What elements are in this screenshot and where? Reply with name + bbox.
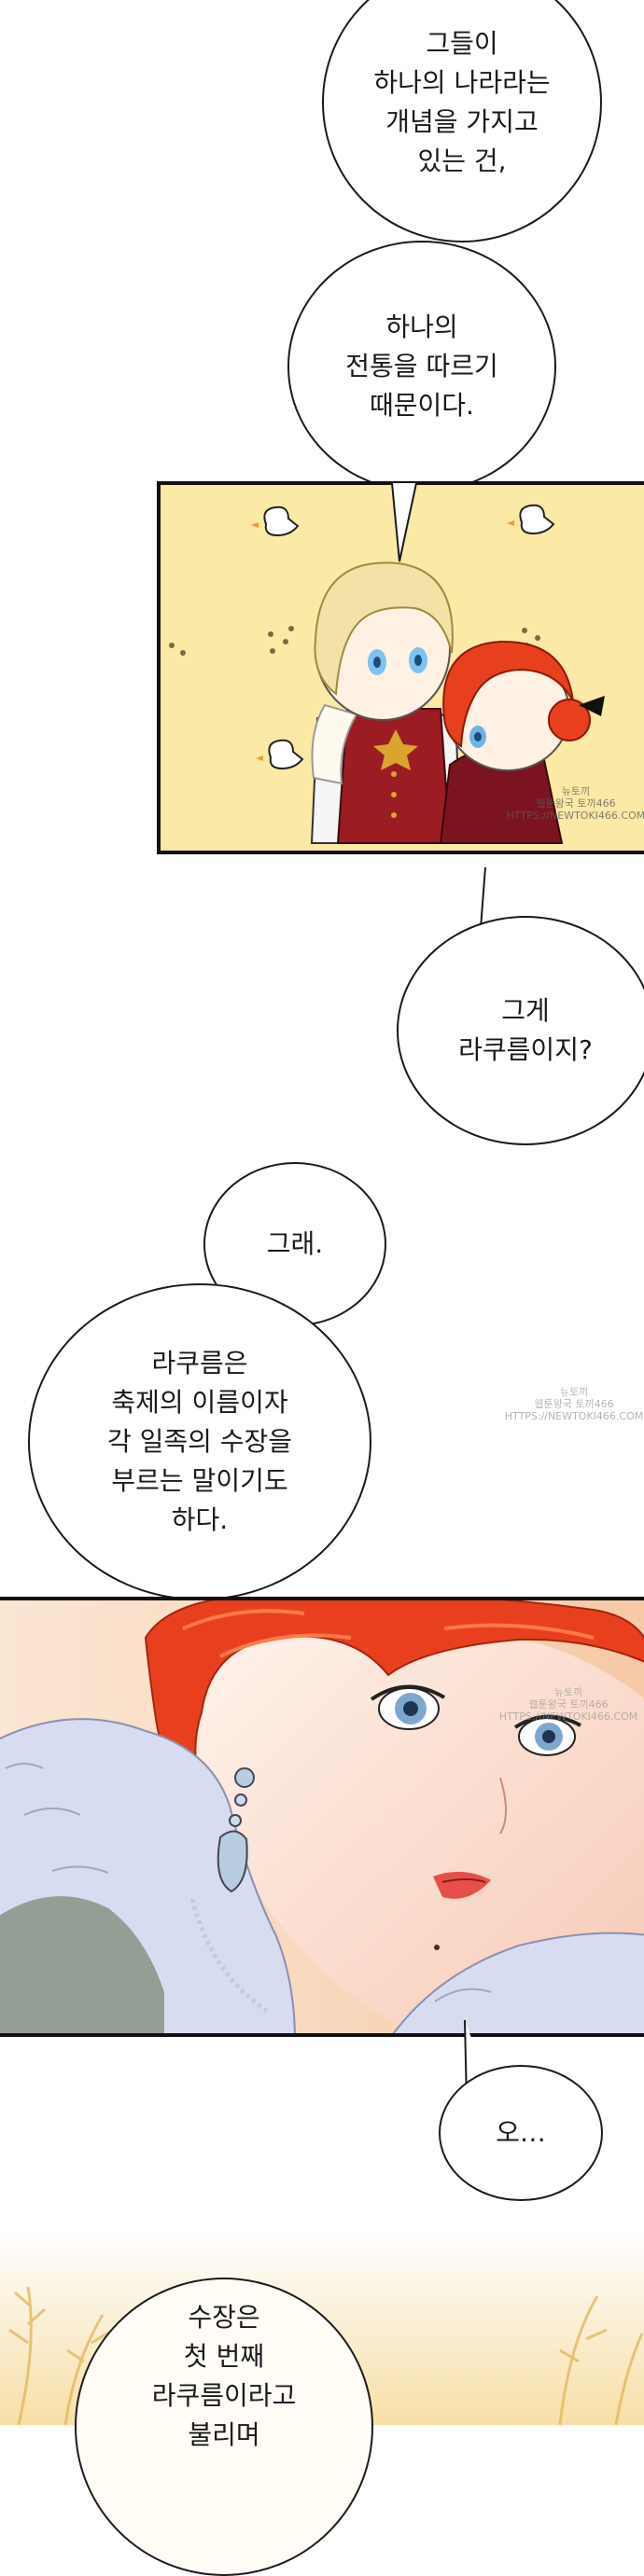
speech-bubble-4-text: 그래. [267,1225,323,1264]
speech-bubble-2-tail [391,482,417,562]
bubble-line: 부르는 말이기도 [111,1465,288,1496]
watermark-2: 뉴토끼 웹툰왕국 토끼466 HTTPS://NEWTOKI466.COM [504,1386,644,1422]
speech-bubble-5-text: 라쿠름은 축제의 이름이자 각 일족의 수장을 부르는 말이기도 하다. [107,1344,292,1540]
speech-bubble-1-text: 그들이 하나의 나라라는 개념을 가지고 있는 건, [373,24,550,181]
speech-bubble-3-text: 그게 라쿠름이지? [458,991,593,1070]
panel-closeup-art [0,1600,644,2033]
bubble-line: 있는 건, [417,145,507,176]
speech-bubble-6-text: 오… [496,2113,546,2153]
bubble-line: 하나의 [385,312,458,342]
bubble-line: 하다. [171,1504,229,1535]
bubble-line: 그래. [266,1228,324,1259]
speech-bubble-2-text: 하나의 전통을 따르기 때문이다. [345,308,497,425]
watermark-line: HTTPS://NEWTOKI466.COM [498,1710,638,1723]
watermark-line: 웹툰왕국 토끼466 [536,797,616,810]
watermark-line: 웹툰왕국 토끼466 [528,1698,609,1710]
speech-bubble-7: 수장은 첫 번째 라쿠름이라고 불리며 [75,2278,373,2576]
speech-bubble-2: 하나의 전통을 따르기 때문이다. [287,241,556,492]
watermark-line: 뉴토끼 [553,1686,583,1698]
bubble-line: 수장은 [188,2302,260,2333]
speech-bubble-1: 그들이 하나의 나라라는 개념을 가지고 있는 건, [322,0,602,242]
bubble-line: 개념을 가지고 [385,106,539,137]
wheat-decoration-art [8,2286,644,2425]
watermark-line: HTTPS://NEWTOKI466.COM [506,810,644,822]
bubble-line: 그들이 [426,28,498,59]
bubble-line: 오… [496,2117,546,2148]
bubble-line: 각 일족의 수장을 [106,1426,293,1457]
speech-bubble-6: 오… [439,2065,603,2201]
bubble-line: 불리며 [188,2419,260,2450]
watermark-line: 뉴토끼 [561,785,591,797]
earring-icon [217,1767,255,1893]
chick-beak-icon [251,520,514,761]
speech-bubble-5: 라쿠름은 축제의 이름이자 각 일족의 수장을 부르는 말이기도 하다. [28,1283,371,1600]
chick-icon [263,504,555,770]
panel-closeup: 뉴토끼 웹툰왕국 토끼466 HTTPS://NEWTOKI466.COM [0,1597,644,2037]
watermark-line: 뉴토끼 [559,1386,589,1398]
speech-bubble-7-text: 수장은 첫 번째 라쿠름이라고 불리며 [152,2298,297,2455]
bubble-line: 첫 번째 [183,2341,265,2372]
redhead-chibi-character [439,640,605,844]
bubble-line: 전통을 따르기 [345,351,498,381]
watermark-line: 웹툰왕국 토끼466 [534,1398,614,1410]
bubble-line: 하나의 나라라는 [373,67,551,98]
blonde-chibi-character [310,561,463,844]
watermark-3: 뉴토끼 웹툰왕국 토끼466 HTTPS://NEWTOKI466.COM [498,1686,638,1723]
bubble-line: 그게 [501,995,550,1026]
panel-chibi-art [169,504,605,844]
bubble-line: 라쿠름은 [151,1348,248,1378]
bubble-line: 라쿠름이지? [458,1034,593,1065]
watermark-line: HTTPS://NEWTOKI466.COM [504,1410,644,1422]
speech-bubble-4: 그래. [203,1162,386,1326]
bubble-line: 라쿠름이라고 [151,2380,297,2411]
watermark-1: 뉴토끼 웹툰왕국 토끼466 HTTPS://NEWTOKI466.COM [506,785,644,822]
bubble-line: 축제의 이름이자 [111,1387,288,1418]
bubble-line: 때문이다. [370,390,474,421]
speech-bubble-3: 그게 라쿠름이지? [397,916,644,1145]
